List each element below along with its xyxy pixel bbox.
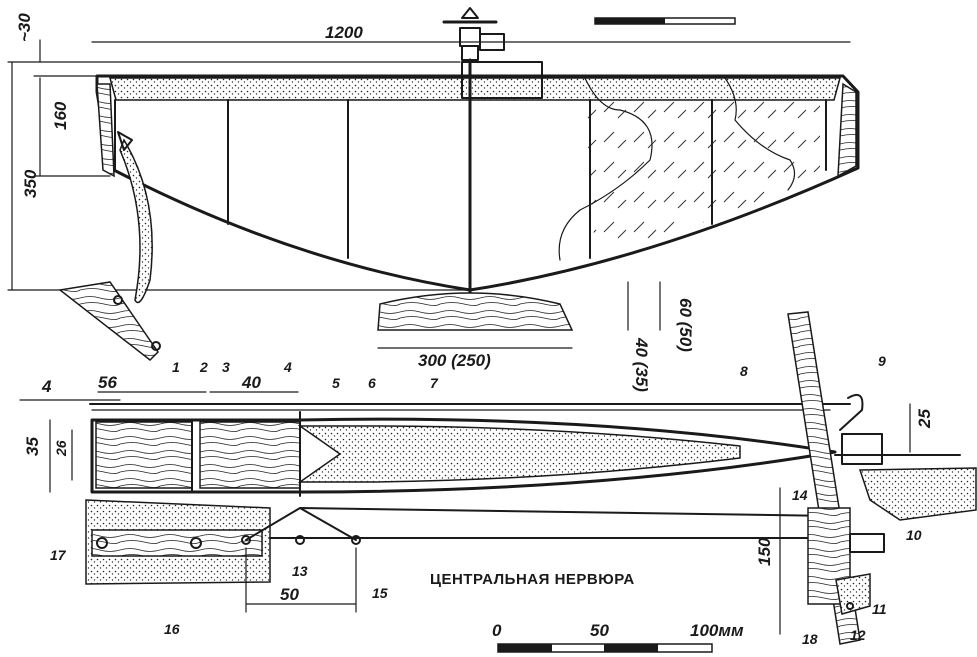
- fin-height-label: 150: [755, 537, 774, 566]
- rib-spar-label: 26: [53, 440, 69, 457]
- rib-outline: [90, 417, 837, 494]
- scale-label-0: 0: [492, 621, 502, 640]
- mount-detail: 50: [85, 499, 885, 615]
- fin-bracket-9: [839, 394, 864, 431]
- film-edge-2: [724, 77, 796, 191]
- total-length-label: 350: [21, 169, 40, 198]
- callout-4: 4: [283, 359, 292, 375]
- wing-center-section: [461, 61, 543, 99]
- tip-detail: [58, 131, 161, 361]
- rib-front-wood: [95, 421, 193, 489]
- stab-chord-tip-label: 40 (35): [632, 337, 651, 392]
- span-label: 1200: [325, 23, 363, 42]
- callout-15: 15: [372, 585, 388, 601]
- callout-9: 9: [878, 353, 886, 369]
- mount-rail: [91, 529, 263, 557]
- tip-bracket-detail: [58, 281, 159, 361]
- callout-6: 6: [368, 375, 376, 391]
- stab-chord-root-label: 60 (50): [676, 298, 695, 352]
- fin-rudder: [858, 467, 977, 521]
- wing-covering-film: [585, 100, 820, 252]
- wing-dimensions: 1200 ~30 160 350 300 (250) 40 (35) 60 (5…: [7, 13, 851, 392]
- hook-span-label: 50: [280, 585, 299, 604]
- root-chord-label: 160: [51, 101, 70, 130]
- callout-10: 10: [906, 527, 922, 543]
- rib-foam-core: [297, 425, 741, 483]
- fin-clamp: [841, 433, 883, 465]
- callout-17: 17: [50, 547, 67, 563]
- detail-arrow: [119, 138, 153, 304]
- scale-label-100: 100мм: [690, 621, 744, 640]
- callout-2: 2: [199, 359, 208, 375]
- pylon-label: ~30: [15, 13, 34, 42]
- callout-12: 12: [850, 627, 866, 643]
- callouts: 1 2 3 4 5 6 7 8 9 10 11 12 13 14 15 16 1…: [50, 353, 922, 647]
- wing-tip-left: [96, 83, 115, 178]
- fin-latch: [835, 573, 871, 615]
- rib-dimensions: 4 56 40 35 26 25 150: [19, 373, 934, 635]
- callout-16: 16: [164, 621, 180, 637]
- scale-bar: 0 50 100мм: [492, 621, 744, 653]
- wing-plan-view: [95, 7, 860, 331]
- fin-offset-label: 25: [915, 409, 934, 429]
- callout-1: 1: [172, 359, 180, 375]
- callout-5: 5: [332, 375, 340, 391]
- drawing-caption: ЦЕНТРАЛЬНАЯ НЕРВЮРА: [430, 571, 635, 588]
- callout-18: 18: [802, 631, 818, 647]
- rib-mid-wood: [199, 421, 301, 489]
- wing-leading-edge: [109, 77, 841, 101]
- rib-offset-a-label: 4: [41, 377, 52, 396]
- hook-wire: [245, 507, 836, 541]
- stabilizer: [377, 292, 574, 331]
- rib-offset-b-label: 56: [98, 373, 117, 392]
- callout-14: 14: [792, 487, 808, 503]
- rib-offset-c-label: 40: [241, 373, 261, 392]
- wing-tip-right: [837, 82, 857, 178]
- film-edge-1: [558, 77, 653, 261]
- engine-icon: [442, 7, 505, 61]
- callout-13: 13: [292, 563, 308, 579]
- rib-height-label: 35: [23, 437, 42, 456]
- callout-8: 8: [740, 363, 748, 379]
- callout-7: 7: [430, 375, 439, 391]
- callout-3: 3: [222, 359, 230, 375]
- callout-11: 11: [872, 601, 887, 617]
- scale-label-50: 50: [590, 621, 609, 640]
- stab-span-label: 300 (250): [418, 351, 491, 370]
